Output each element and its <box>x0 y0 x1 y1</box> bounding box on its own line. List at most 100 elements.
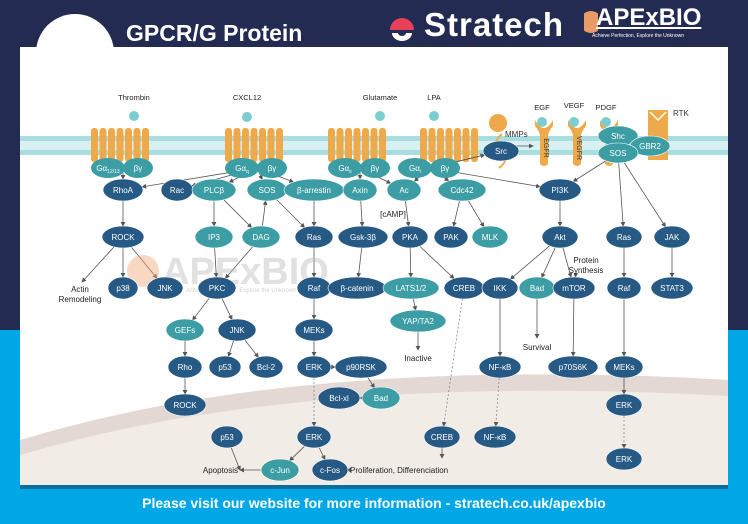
annotation-actin1: Actin <box>71 285 89 294</box>
ligand-label-thrombin: Thrombin <box>118 93 150 102</box>
node-cfos[interactable]: c-Fos <box>311 458 349 482</box>
node-label: ERK <box>306 433 323 442</box>
node-stat3[interactable]: STAT3 <box>650 276 694 300</box>
node-creb1[interactable]: CREB <box>443 276 485 300</box>
node-ras2[interactable]: Ras <box>605 225 643 249</box>
node-label: YAP/TA2 <box>402 317 434 326</box>
ligand-label-cxcl12: CXCL12 <box>233 93 261 102</box>
node-dag[interactable]: DAG <box>241 225 281 249</box>
node-gbr2[interactable]: GBR2 <box>629 135 671 157</box>
node-label: DAG <box>252 233 269 242</box>
edge-cdc42-pak <box>452 200 460 227</box>
node-label: GBR2 <box>639 142 661 151</box>
node-src[interactable]: Src <box>482 140 520 162</box>
node-bcl2[interactable]: Bcl-2 <box>248 355 284 379</box>
node-p70[interactable]: p70S6K <box>547 355 599 379</box>
node-sos[interactable]: SOS <box>246 178 288 202</box>
node-rock[interactable]: ROCK <box>101 225 145 249</box>
node-rac[interactable]: Rac <box>160 178 194 202</box>
node-ac[interactable]: Ac <box>386 178 422 202</box>
node-pkc[interactable]: PKC <box>197 276 237 300</box>
node-label: Rac <box>170 186 184 195</box>
node-cdc42[interactable]: Cdc42 <box>437 178 487 202</box>
node-jnk1[interactable]: JNK <box>146 276 184 300</box>
node-rhoa[interactable]: RhoA <box>102 178 144 202</box>
footer-link[interactable]: Please visit our website for more inform… <box>142 495 606 511</box>
pathway-diagram: EGFRVEGFRPDGFRRTKMMPs ThrombinCXCL12Glut… <box>20 93 728 485</box>
node-jnk2[interactable]: JNK <box>217 318 257 342</box>
edge-jnk2-bcl2 <box>244 339 259 358</box>
node-barr[interactable]: β-arrestin <box>283 178 345 202</box>
node-nfkb2[interactable]: NF-κB <box>473 425 517 449</box>
node-pi3k[interactable]: PI3K <box>538 178 582 202</box>
node-rho[interactable]: Rho <box>167 355 203 379</box>
node-erk1[interactable]: ERK <box>296 355 332 379</box>
annotation-protein1: Protein <box>573 256 598 265</box>
node-gefs[interactable]: GEFs <box>165 318 205 342</box>
partner-name: APExBIO <box>596 4 702 31</box>
node-erk3[interactable]: ERK <box>296 425 332 449</box>
node-label: Bcl-2 <box>257 363 276 372</box>
node-jak[interactable]: JAK <box>653 225 691 249</box>
node-sos_rtk[interactable]: SOS <box>597 142 639 164</box>
node-axin[interactable]: Axin <box>342 178 378 202</box>
node-pka[interactable]: PKA <box>391 225 429 249</box>
node-pak[interactable]: PAK <box>433 225 469 249</box>
node-mtor[interactable]: mTOR <box>552 276 596 300</box>
edge-p53b-apoptosis <box>230 447 241 471</box>
node-creb2[interactable]: CREB <box>423 425 461 449</box>
edge-dag-sos <box>262 200 268 227</box>
node-label: PLCβ <box>204 186 225 195</box>
edge-ip3-pkc <box>213 247 219 278</box>
node-label: MLK <box>482 233 499 242</box>
node-label: p90RSK <box>346 363 376 372</box>
node-bad2[interactable]: Bad <box>361 386 401 410</box>
ligand-cxcl12 <box>242 112 252 122</box>
gpcr-receptor <box>225 128 283 162</box>
node-nfkb1[interactable]: NF-κB <box>478 355 522 379</box>
ligand-label-glutamate: Glutamate <box>363 93 398 102</box>
ligand-glutamate <box>375 111 385 121</box>
node-plcb[interactable]: PLCβ <box>191 178 237 202</box>
node-bad1[interactable]: Bad <box>518 276 556 300</box>
node-meks[interactable]: MEKs <box>294 318 334 342</box>
node-gsk[interactable]: Gsk-3β <box>337 225 389 249</box>
node-raf[interactable]: Raf <box>296 276 332 300</box>
node-lats[interactable]: LATS1/2 <box>382 276 440 300</box>
edge-cdc42-mlk <box>467 200 485 228</box>
node-cjun[interactable]: c-Jun <box>260 458 300 482</box>
page-title: GPCR/G Protein <box>126 20 303 46</box>
node-ras[interactable]: Ras <box>294 225 334 249</box>
node-yap[interactable]: YAP/TA2 <box>389 309 447 333</box>
node-label: Bad <box>530 284 544 293</box>
node-erk4[interactable]: ERK <box>605 447 643 471</box>
node-label: PI3K <box>551 186 569 195</box>
node-label: p70S6K <box>559 363 588 372</box>
node-bclxl[interactable]: Bcl-xl <box>317 386 361 410</box>
node-p53a[interactable]: p53 <box>208 355 242 379</box>
node-p90[interactable]: p90RSK <box>334 355 388 379</box>
node-label: CREB <box>431 433 453 442</box>
node-bcat[interactable]: β-catenin <box>327 276 387 300</box>
node-p53b[interactable]: p53 <box>210 425 244 449</box>
node-ip3[interactable]: IP3 <box>194 225 234 249</box>
node-mlk[interactable]: MLK <box>471 225 509 249</box>
receptor-label: EGFR <box>542 138 549 157</box>
node-meks2[interactable]: MEKs <box>604 355 644 379</box>
rtk-label: RTK <box>673 109 690 118</box>
node-raf2[interactable]: Raf <box>606 276 642 300</box>
mmps-label: MMPs <box>505 130 528 139</box>
node-ikk[interactable]: IKK <box>481 276 519 300</box>
node-akt[interactable]: Akt <box>541 225 579 249</box>
node-label: RhoA <box>113 186 134 195</box>
node-rock2[interactable]: ROCK <box>163 393 207 417</box>
edge-mtor-p70 <box>570 298 576 357</box>
g-beta-gamma-label: βγ <box>441 164 450 173</box>
node-shc[interactable]: Shc <box>597 125 639 147</box>
node-erk2[interactable]: ERK <box>605 393 643 417</box>
node-p38[interactable]: p38 <box>107 276 139 300</box>
